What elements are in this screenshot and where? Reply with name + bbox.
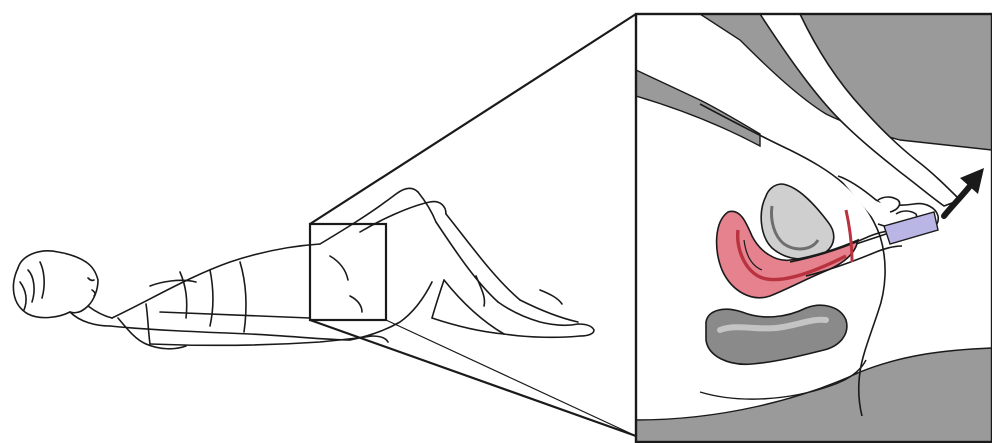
zoom-indicator	[310, 14, 636, 436]
patient-head	[13, 251, 98, 318]
zoom-line-bottom	[310, 320, 636, 436]
patient-figure	[13, 188, 594, 348]
patient-legs	[320, 188, 594, 337]
zoom-box	[310, 224, 386, 320]
detail-panel	[636, 14, 992, 443]
zoom-line-inner	[386, 320, 636, 436]
patient-torso	[110, 244, 350, 349]
zoom-line-top	[310, 14, 636, 224]
